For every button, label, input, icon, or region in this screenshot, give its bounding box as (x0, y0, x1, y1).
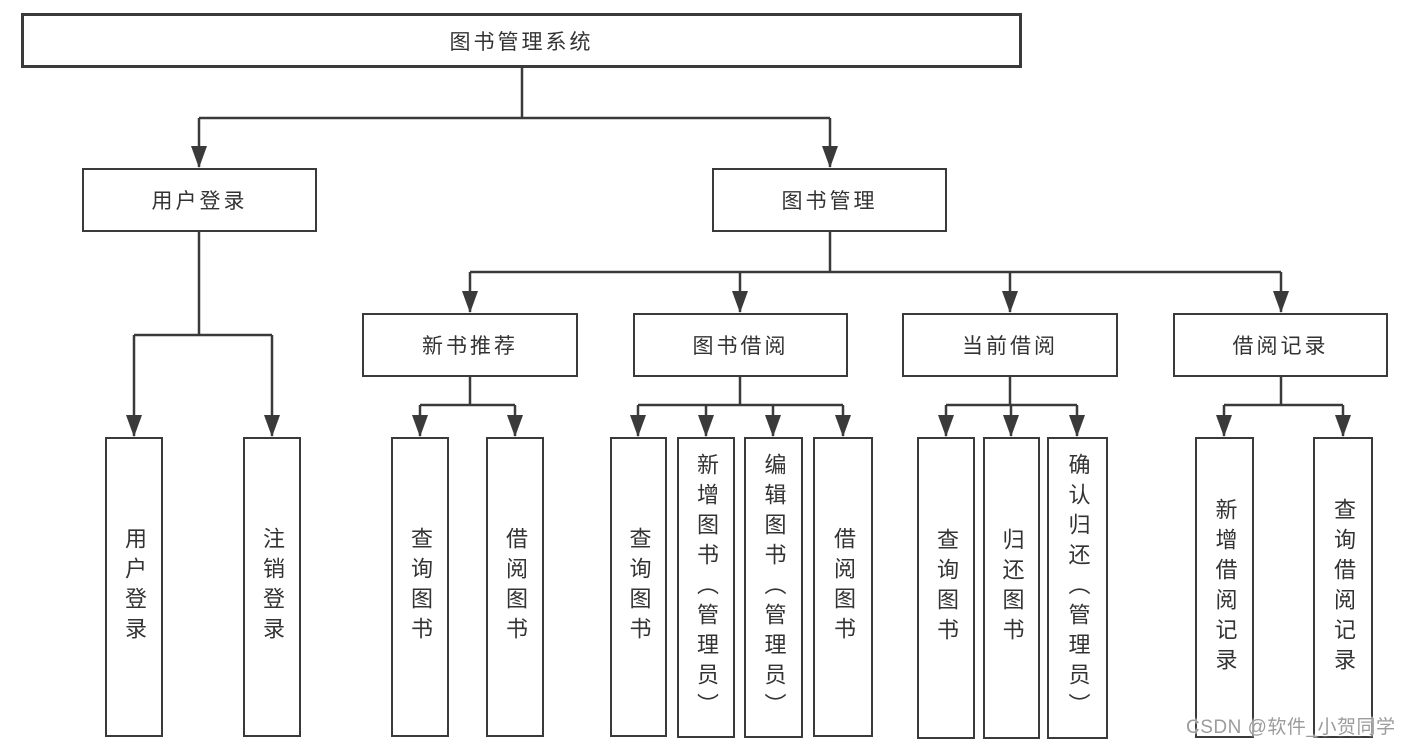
node-book-management-label: 图书管理 (781, 190, 878, 213)
leaf-confirm-return-admin-label: 确认归还（管理员） (1065, 453, 1091, 723)
leaf-query-books-2: 查询图书 (610, 437, 667, 737)
node-book-management: 图书管理 (712, 168, 947, 232)
node-user-login-label: 用户登录 (151, 190, 248, 213)
edge-root-to-level2 (197, 68, 832, 167)
leaf-borrow-books-1-label: 借阅图书 (503, 527, 528, 647)
node-book-borrow: 图书借阅 (633, 313, 848, 377)
node-user-login: 用户登录 (82, 168, 317, 232)
node-current-borrow: 当前借阅 (902, 313, 1118, 377)
node-current-borrow-label: 当前借阅 (962, 335, 1058, 358)
leaf-return-book: 归还图书 (983, 437, 1040, 739)
leaf-query-books-1-label: 查询图书 (408, 527, 433, 647)
leaf-query-books-3: 查询图书 (917, 437, 975, 739)
leaf-add-borrow-record-label: 新增借阅记录 (1212, 497, 1238, 678)
leaf-edit-book-admin: 编辑图书（管理员） (744, 437, 803, 738)
leaf-add-borrow-record: 新增借阅记录 (1195, 437, 1254, 738)
leaf-borrow-books-1: 借阅图书 (486, 437, 544, 737)
leaf-query-books-3-label: 查询图书 (934, 528, 959, 648)
edge-newbook-to-leaves (418, 377, 517, 436)
node-root-label: 图书管理系统 (449, 30, 594, 54)
leaf-borrow-books-2-label: 借阅图书 (831, 527, 856, 647)
edge-bookmgmt-to-level3 (468, 232, 1283, 312)
leaf-logout-label: 注销登录 (260, 527, 285, 647)
leaf-add-book-admin: 新增图书（管理员） (677, 437, 735, 738)
leaf-user-login: 用户登录 (105, 437, 163, 737)
node-borrow-records: 借阅记录 (1173, 313, 1388, 377)
arrowheads (126, 146, 1351, 437)
edge-borrowrecords-to-leaves (1222, 377, 1345, 436)
node-borrow-records-label: 借阅记录 (1232, 335, 1329, 358)
leaf-query-borrow-record-label: 查询借阅记录 (1331, 497, 1356, 678)
leaf-logout: 注销登录 (243, 437, 301, 737)
node-new-book-recommend: 新书推荐 (362, 313, 578, 377)
leaf-borrow-books-2: 借阅图书 (813, 437, 873, 737)
leaf-edit-book-admin-label: 编辑图书（管理员） (761, 452, 787, 723)
leaf-user-login-label: 用户登录 (122, 527, 147, 647)
node-book-borrow-label: 图书借阅 (692, 335, 789, 358)
watermark-text: CSDN @软件_小贺同学 (1186, 717, 1396, 738)
leaf-query-books-1: 查询图书 (391, 437, 449, 737)
leaf-confirm-return-admin: 确认归还（管理员） (1047, 437, 1108, 739)
edge-bookborrow-to-leaves (636, 377, 845, 436)
leaf-query-borrow-record: 查询借阅记录 (1313, 437, 1373, 738)
node-root: 图书管理系统 (21, 13, 1022, 68)
node-new-book-recommend-label: 新书推荐 (422, 335, 518, 358)
leaf-query-books-2-label: 查询图书 (626, 527, 652, 647)
leaf-return-book-label: 归还图书 (999, 528, 1025, 648)
edge-userlogin-to-leaves (132, 232, 274, 436)
leaf-add-book-admin-label: 新增图书（管理员） (694, 452, 719, 723)
